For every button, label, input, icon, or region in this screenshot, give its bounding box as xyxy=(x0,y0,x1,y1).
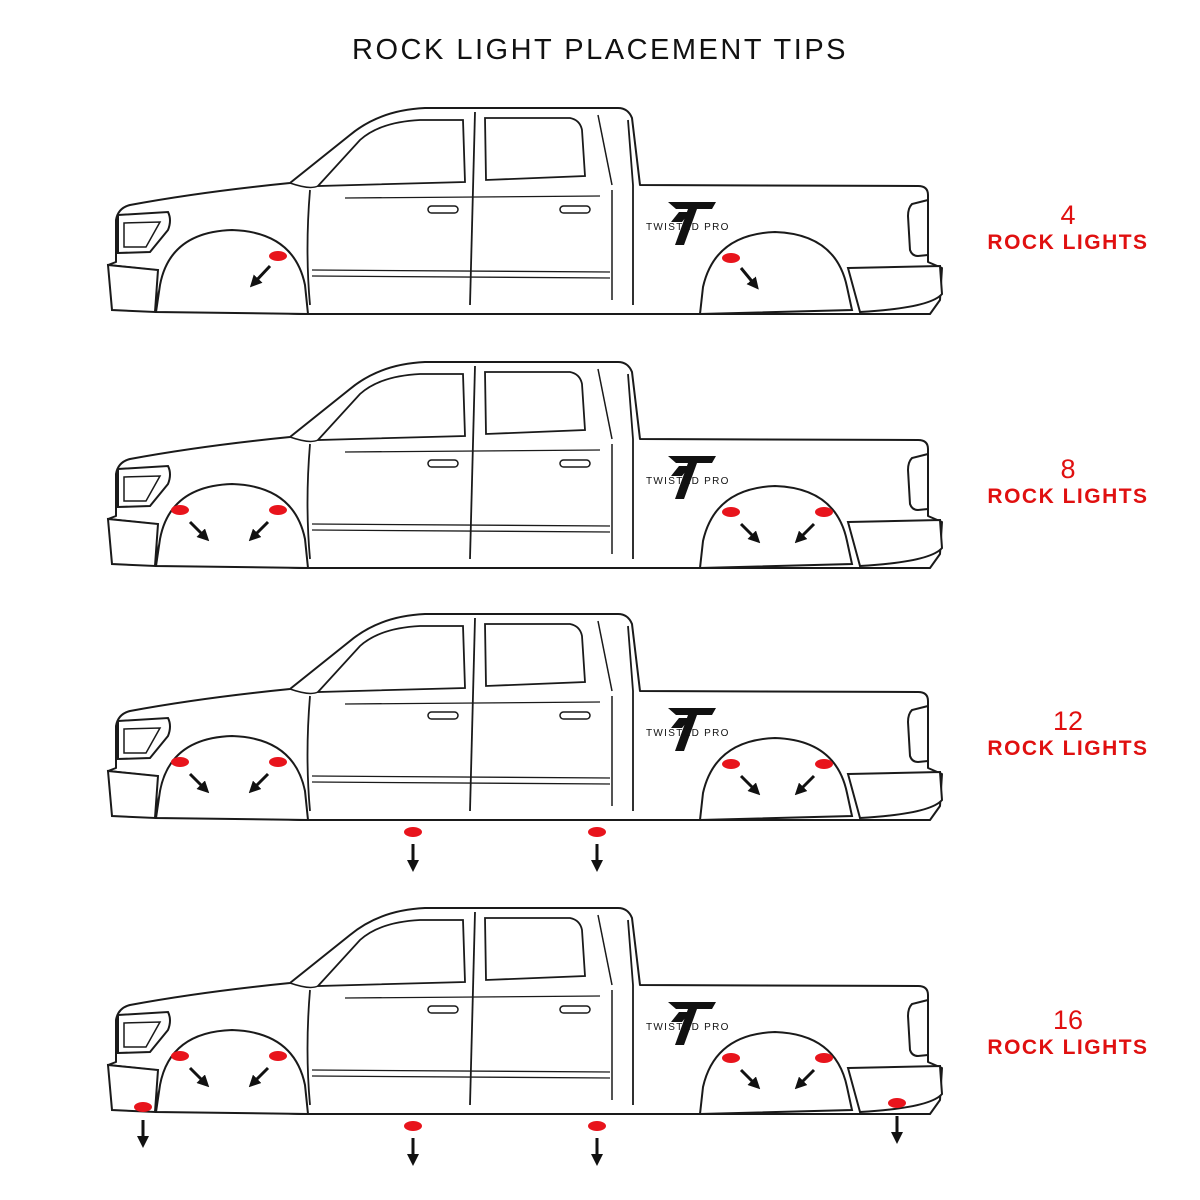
light-direction-arrow-icon xyxy=(188,1066,210,1088)
rock-light-count-8: 8 ROCK LIGHTS xyxy=(958,454,1178,510)
truck-outline xyxy=(107,907,943,1115)
light-direction-arrow-icon xyxy=(188,772,210,794)
rock-light-rocker-rear xyxy=(588,827,606,837)
rock-light-rocker-front xyxy=(404,1121,422,1131)
rock-light-rear-front-arch xyxy=(722,507,740,517)
rock-light-rear-front-arch xyxy=(722,1053,740,1063)
twisted-pro-logo-text: TWISTED PRO xyxy=(646,476,730,487)
truck-outline xyxy=(107,361,943,569)
twisted-pro-logo-text: TWISTED PRO xyxy=(646,728,730,739)
count-number: 4 xyxy=(1060,200,1076,230)
rock-light-count-16: 16 ROCK LIGHTS xyxy=(958,1005,1178,1061)
rock-light-front-front-arch xyxy=(171,505,189,515)
count-label: ROCK LIGHTS xyxy=(987,737,1149,760)
light-direction-arrow-icon xyxy=(794,1068,816,1090)
truck-diagram-12: TWISTED PRO xyxy=(107,613,943,872)
truck-diagram-16: TWISTED PRO xyxy=(107,907,943,1166)
rock-light-front-rear-arch xyxy=(269,757,287,767)
rock-light-rocker-front xyxy=(404,827,422,837)
rock-light-count-12: 12 ROCK LIGHTS xyxy=(958,706,1178,762)
count-label: ROCK LIGHTS xyxy=(987,1036,1149,1059)
light-direction-arrow-icon xyxy=(739,522,761,544)
light-direction-arrow-icon xyxy=(739,267,759,290)
rock-light-rear-front-arch xyxy=(722,253,740,263)
count-label: ROCK LIGHTS xyxy=(987,485,1149,508)
rock-light-rear-front-arch xyxy=(722,759,740,769)
rock-light-rear-bumper xyxy=(888,1098,906,1108)
light-direction-arrow-icon xyxy=(248,520,270,542)
rock-light-front-front-arch xyxy=(171,757,189,767)
rock-light-rear-rear-arch xyxy=(815,1053,833,1063)
twisted-pro-logo-text: TWISTED PRO xyxy=(646,1022,730,1033)
light-direction-arrow-icon xyxy=(248,1066,270,1088)
light-direction-arrow-icon xyxy=(794,522,816,544)
light-direction-arrow-icon xyxy=(739,774,761,796)
light-direction-arrow-icon xyxy=(248,772,270,794)
light-direction-arrow-icon xyxy=(249,264,272,288)
rock-light-count-4: 4 ROCK LIGHTS xyxy=(958,200,1178,256)
count-number: 16 xyxy=(1052,1005,1084,1035)
rock-light-front-front-arch xyxy=(171,1051,189,1061)
light-direction-arrow-icon xyxy=(794,774,816,796)
rock-light-front-bumper xyxy=(134,1102,152,1112)
light-direction-arrow-icon xyxy=(739,1068,761,1090)
rock-light-rear-rear-arch xyxy=(815,507,833,517)
count-label: ROCK LIGHTS xyxy=(987,231,1149,254)
truck-diagram-8: TWISTED PRO xyxy=(107,361,943,569)
count-number: 12 xyxy=(1052,706,1084,736)
rock-light-front-rear-arch xyxy=(269,1051,287,1061)
truck-outline xyxy=(107,107,943,315)
page-title: ROCK LIGHT PLACEMENT TIPS xyxy=(352,34,848,66)
truck-outline xyxy=(107,613,943,821)
rock-light-rocker-rear xyxy=(588,1121,606,1131)
rock-light-rear-rear-arch xyxy=(815,759,833,769)
twisted-pro-logo-text: TWISTED PRO xyxy=(646,222,730,233)
light-direction-arrow-icon xyxy=(188,520,210,542)
rock-light-front-rear-arch xyxy=(269,251,287,261)
truck-diagram-4: TWISTED PRO xyxy=(107,107,943,315)
rock-light-front-rear-arch xyxy=(269,505,287,515)
count-number: 8 xyxy=(1060,454,1076,484)
